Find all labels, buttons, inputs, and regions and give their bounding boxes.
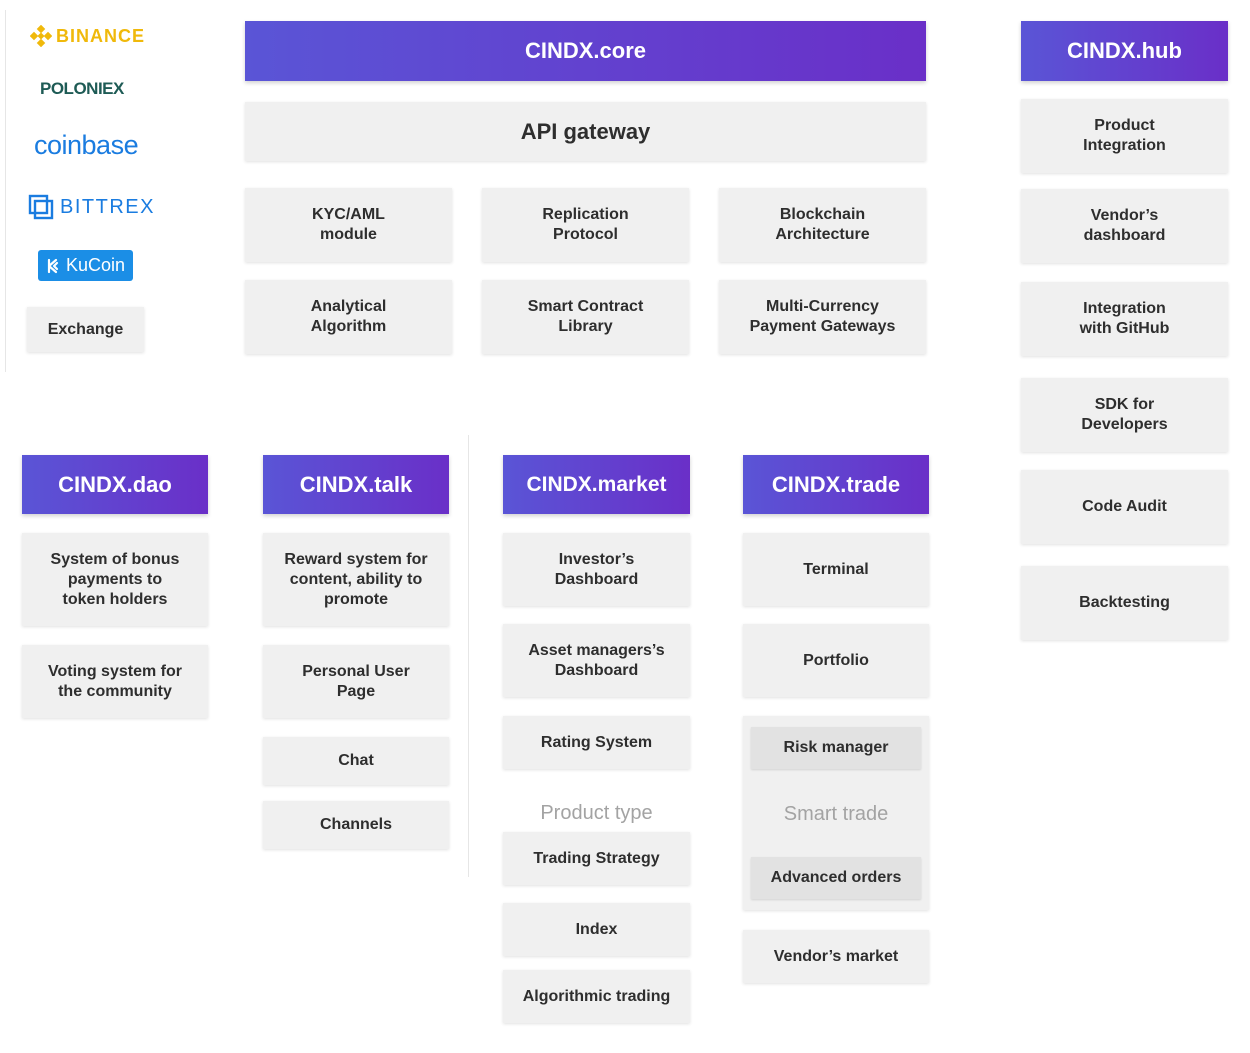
binance-logo: BINANCE: [30, 22, 160, 50]
exchange-box: Exchange: [27, 307, 144, 352]
trade-item-terminal: Terminal: [743, 533, 929, 606]
hub-item-vendor-dashboard: Vendor’s dashboard: [1021, 189, 1228, 263]
hub-item-sdk: SDK for Developers: [1021, 378, 1228, 452]
kucoin-logo: KuCoin: [38, 250, 133, 281]
market-product-trading-strategy: Trading Strategy: [503, 832, 690, 885]
talk-header: CINDX.talk: [263, 455, 449, 514]
dao-item-voting: Voting system for the community: [22, 645, 208, 718]
exchanges-divider: [5, 10, 6, 372]
market-item-rating-system: Rating System: [503, 716, 690, 769]
trade-header: CINDX.trade: [743, 455, 929, 514]
talk-item-reward: Reward system for content, ability to pr…: [263, 533, 449, 626]
talk-item-personal-page: Personal User Page: [263, 645, 449, 718]
talk-market-divider: [468, 435, 469, 877]
market-product-type-label: Product type: [540, 801, 653, 824]
poloniex-logo: POLONIEX: [40, 78, 150, 100]
core-module-kyc: KYC/AML module: [245, 188, 452, 262]
market-item-investor-dashboard: Investor’s Dashboard: [503, 533, 690, 606]
market-product-index: Index: [503, 903, 690, 956]
core-module-smart-contract: Smart Contract Library: [482, 280, 689, 354]
smart-trade-advanced-orders: Advanced orders: [751, 857, 921, 899]
kucoin-label: KuCoin: [65, 255, 126, 275]
bittrex-logo: BITTREX: [28, 193, 158, 221]
core-module-blockchain: Blockchain Architecture: [719, 188, 926, 262]
poloniex-label: POLONIEX: [40, 79, 124, 98]
core-module-analytical: Analytical Algorithm: [245, 280, 452, 354]
hub-item-github: Integration with GitHub: [1021, 282, 1228, 356]
market-product-algorithmic-trading: Algorithmic trading: [503, 970, 690, 1023]
coinbase-logo: coinbase: [34, 128, 154, 162]
hub-item-product-integration: Product Integration: [1021, 99, 1228, 173]
market-header: CINDX.market: [503, 455, 690, 514]
dao-header: CINDX.dao: [22, 455, 208, 514]
smart-trade-risk-manager: Risk manager: [751, 727, 921, 769]
binance-label: BINANCE: [56, 25, 146, 46]
hub-item-code-audit: Code Audit: [1021, 470, 1228, 544]
trade-item-vendor-market: Vendor’s market: [743, 930, 929, 983]
core-header: CINDX.core: [245, 21, 926, 81]
hub-header: CINDX.hub: [1021, 21, 1228, 81]
binance-icon: [30, 25, 52, 47]
core-module-replication: Replication Protocol: [482, 188, 689, 262]
talk-item-channels: Channels: [263, 801, 449, 849]
coinbase-label: coinbase: [34, 129, 139, 160]
api-gateway: API gateway: [245, 102, 926, 161]
market-item-asset-managers-dashboard: Asset managers’s Dashboard: [503, 624, 690, 697]
hub-item-backtesting: Backtesting: [1021, 566, 1228, 640]
trade-item-portfolio: Portfolio: [743, 624, 929, 697]
kucoin-icon: [47, 258, 59, 273]
smart-trade-label: Smart trade: [783, 802, 889, 825]
talk-item-chat: Chat: [263, 737, 449, 785]
bittrex-label: BITTREX: [60, 195, 155, 218]
dao-item-bonus: System of bonus payments to token holder…: [22, 533, 208, 626]
bittrex-icon: [28, 194, 54, 220]
core-module-payment: Multi-Currency Payment Gateways: [719, 280, 926, 354]
